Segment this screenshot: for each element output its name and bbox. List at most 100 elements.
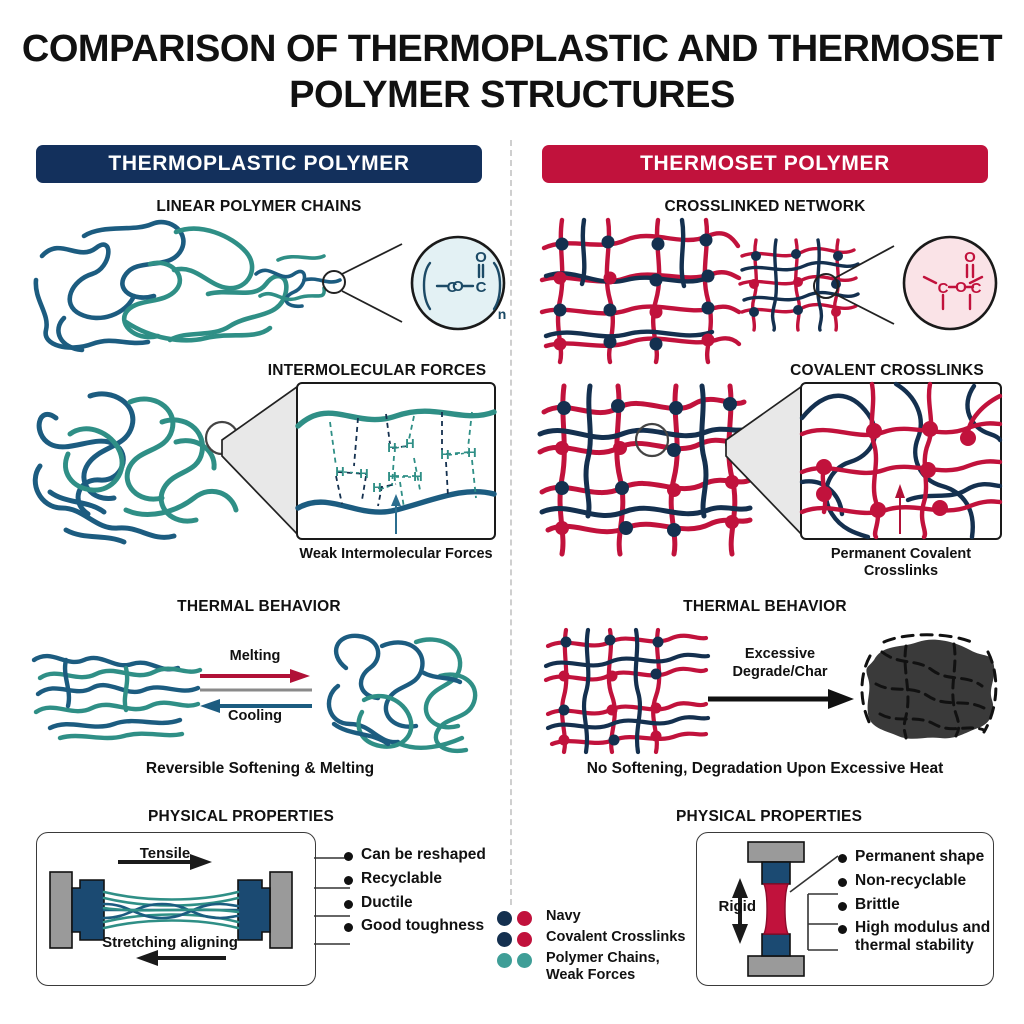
bullet-dot xyxy=(344,899,353,909)
left-thermal-caption: Reversible Softening & Melting xyxy=(145,760,375,777)
legend-swatch-crimson xyxy=(517,932,532,947)
legend-swatch-navy xyxy=(497,932,512,947)
legend: Navy Covalent Crosslinks Polymer Chains,… xyxy=(497,908,685,986)
cooling-label: Cooling xyxy=(228,708,282,724)
thermoset-properties-list: Permanent shape Non-recyclable Brittle H… xyxy=(838,848,1005,961)
svg-text:H: H xyxy=(387,440,396,455)
left-thermal-heading: THERMAL BEHAVIOR xyxy=(177,598,341,615)
bullet-dot xyxy=(344,852,353,861)
atom-label-o: O xyxy=(955,279,967,296)
column-divider xyxy=(510,140,512,905)
thermoset-banner: THERMOSET POLYMER xyxy=(542,145,988,183)
thermoset-banner-label: THERMOSET POLYMER xyxy=(640,152,890,175)
atom-label-c1: C xyxy=(938,280,949,297)
thermoplastic-properties-list: Can be reshaped Recyclable Ductile Good … xyxy=(344,846,486,941)
legend-swatch-crimson xyxy=(517,911,532,926)
right-magnifier-group xyxy=(738,235,998,332)
list-item: Non-recyclable xyxy=(838,872,1005,890)
imf-zoom-connector xyxy=(221,382,302,541)
legend-swatch-teal-a xyxy=(497,953,512,968)
stretching-aligning-label: Stretching aligning xyxy=(102,934,238,951)
right-thermal-heading: THERMAL BEHAVIOR xyxy=(683,598,847,615)
thermoplastic-banner: THERMOPLASTIC POLYMER xyxy=(36,145,482,183)
tensile-specimen-thermoset xyxy=(732,841,805,977)
melting-label: Melting xyxy=(229,648,281,664)
atom-label-c2: C xyxy=(476,279,487,296)
bullet-dot xyxy=(344,875,353,885)
list-item: Brittle xyxy=(838,896,1005,914)
imf-caption: Weak Intermolecular Forces xyxy=(299,546,493,562)
thermoplastic-banner-label: THERMOPLASTIC POLYMER xyxy=(108,152,410,175)
left-structure-heading: LINEAR POLYMER CHAINS xyxy=(156,198,362,215)
bullet-dot xyxy=(838,877,847,887)
degrade-arrow xyxy=(708,689,854,709)
list-item: Permanent shape xyxy=(838,848,1005,866)
atom-label-carbonyl-o: O xyxy=(964,249,976,266)
right-lens-circle xyxy=(813,273,839,299)
atom-label-carbonyl-o: O xyxy=(475,249,487,266)
list-item: Can be reshaped xyxy=(344,846,486,864)
bullet-dot xyxy=(838,925,847,935)
list-item: Ductile xyxy=(344,894,486,912)
legend-swatch-teal-b xyxy=(517,953,532,968)
legend-row: Covalent Crosslinks xyxy=(497,929,685,947)
svg-text:H: H xyxy=(440,447,449,462)
legend-swatches xyxy=(497,932,537,947)
melting-cooling-arrows xyxy=(200,669,312,713)
crosslink-caption: Permanent Covalent Crosslinks xyxy=(830,546,972,580)
hydrogen-bond-labels: H H H H H H H H H xyxy=(335,436,476,495)
list-item: Good toughness xyxy=(344,917,486,935)
crosslinked-network-cluster xyxy=(539,217,742,365)
coiled-chains xyxy=(326,633,478,754)
thermoset-network-small xyxy=(543,627,711,755)
page-title: COMPARISON OF THERMOPLASTIC AND THERMOSE… xyxy=(21,28,1003,117)
crosslink-lens-circle xyxy=(634,422,670,458)
list-item: High modulus and thermal stability xyxy=(838,919,1005,955)
intermolecular-forces-panel: H H H H H H H H H xyxy=(295,382,497,540)
bullet-dot xyxy=(344,923,353,933)
ester-repeat-unit-right: C O C O xyxy=(922,249,984,311)
right-properties-heading: PHYSICAL PROPERTIES xyxy=(676,808,863,825)
subscript-n: n xyxy=(498,306,507,322)
linear-chain-cluster xyxy=(33,219,289,353)
char-residue xyxy=(860,633,998,740)
legend-swatch-navy xyxy=(497,911,512,926)
right-magnifier-circle xyxy=(902,235,998,331)
list-item: Recyclable xyxy=(344,870,486,888)
atom-label-c2: C xyxy=(971,280,982,297)
svg-text:H: H xyxy=(467,445,476,460)
rigid-label: Rigid xyxy=(718,898,757,915)
right-thermal-caption: No Softening, Degradation Upon Excessive… xyxy=(586,760,944,777)
svg-text:H: H xyxy=(335,464,344,479)
bullet-dot xyxy=(838,901,847,911)
left-magnifier-group xyxy=(254,235,506,331)
legend-row: Polymer Chains, Weak Forces xyxy=(497,950,685,983)
left-zoom-heading: INTERMOLECULAR FORCES xyxy=(267,362,487,379)
crosslink-pointer-arrow xyxy=(895,484,905,534)
atom-label-c1: C xyxy=(447,279,458,296)
ester-repeat-unit-left: C O C O n xyxy=(422,249,507,322)
covalent-crosslinks-panel xyxy=(799,381,1003,540)
entangled-chain-blob xyxy=(32,391,240,545)
left-properties-heading: PHYSICAL PROPERTIES xyxy=(147,808,335,825)
svg-text:H: H xyxy=(372,480,381,495)
legend-swatches xyxy=(497,953,537,968)
imf-pointer-arrow xyxy=(391,494,401,534)
left-lens-circle xyxy=(322,270,346,294)
right-structure-heading: CROSSLINKED NETWORK xyxy=(664,198,866,215)
legend-row: Navy xyxy=(497,908,685,926)
relaxed-chains xyxy=(31,653,203,741)
right-zoom-heading: COVALENT CROSSLINKS xyxy=(790,362,984,379)
right-properties-leaders xyxy=(789,855,839,951)
svg-text:H: H xyxy=(405,436,414,451)
svg-text:O: O xyxy=(452,278,464,295)
svg-text:H: H xyxy=(387,469,396,484)
legend-swatches xyxy=(497,911,537,926)
tensile-label: Tensile xyxy=(139,845,191,862)
crosslink-zoom-connector xyxy=(725,382,806,541)
bullet-dot xyxy=(838,854,847,863)
crosslink-nodes xyxy=(553,233,715,351)
svg-text:H: H xyxy=(413,469,422,484)
tensile-specimen-thermoplastic xyxy=(49,854,293,966)
degrade-arrow-label: Excessive Degrade/Char xyxy=(732,646,828,681)
